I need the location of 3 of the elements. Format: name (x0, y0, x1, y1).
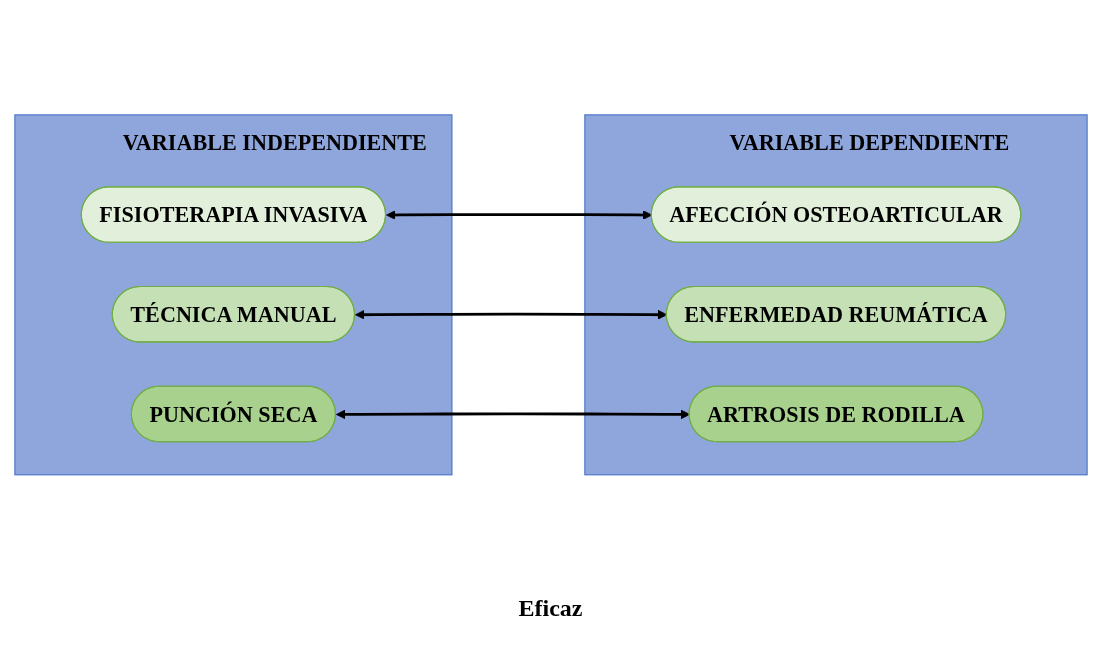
arrow (354, 310, 667, 320)
arrow (385, 210, 652, 221)
caption-text: Eficaz (518, 595, 583, 621)
